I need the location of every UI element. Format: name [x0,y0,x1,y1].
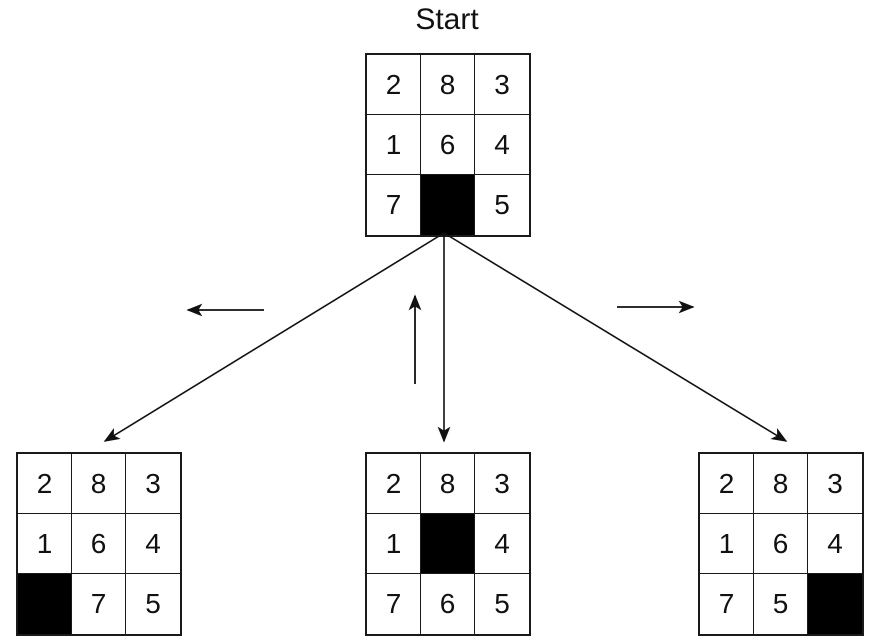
tile: 6 [421,115,475,175]
tile: 1 [700,514,754,574]
tile: 7 [700,574,754,634]
tile: 7 [367,574,421,634]
tile: 5 [475,574,529,634]
tile: 1 [367,115,421,175]
blank-tile [808,574,862,634]
tile: 6 [754,514,808,574]
tile: 5 [126,574,180,634]
tile: 8 [421,454,475,514]
tile: 1 [367,514,421,574]
tile: 3 [808,454,862,514]
tile: 6 [421,574,475,634]
start-label: Start [415,3,479,36]
tile: 8 [421,55,475,115]
tile: 8 [754,454,808,514]
blank-tile [421,514,475,574]
blank-tile [421,175,475,235]
tile: 2 [18,454,72,514]
tile: 1 [18,514,72,574]
tile: 7 [72,574,126,634]
tile: 5 [475,175,529,235]
tile: 3 [475,454,529,514]
tile: 4 [475,514,529,574]
tile: 2 [367,454,421,514]
tile: 4 [126,514,180,574]
tile: 2 [367,55,421,115]
tile: 4 [475,115,529,175]
edge-to-right-board [443,232,788,442]
tile: 3 [126,454,180,514]
tile: 6 [72,514,126,574]
edge-to-left-board [103,232,445,442]
tile: 5 [754,574,808,634]
tile: 8 [72,454,126,514]
blank-tile [18,574,72,634]
tile: 2 [700,454,754,514]
tile: 3 [475,55,529,115]
tile: 4 [808,514,862,574]
tile: 7 [367,175,421,235]
